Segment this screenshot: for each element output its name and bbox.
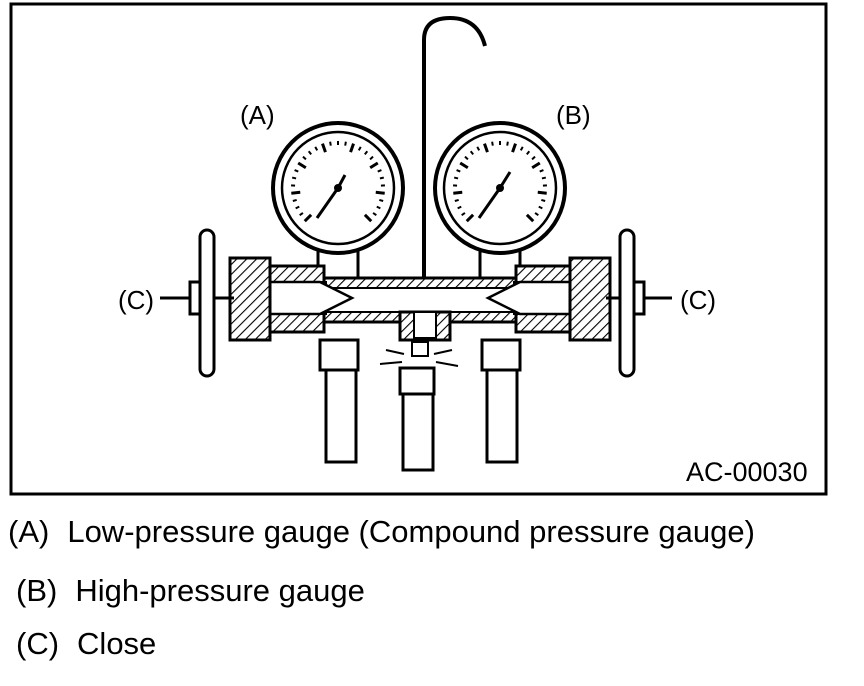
legend-key-c: (C) (16, 626, 60, 661)
gauge-tick (469, 150, 474, 156)
gauge-tick (294, 169, 299, 173)
gauge-tick (483, 143, 489, 153)
gauge-tick (538, 205, 543, 210)
gauge-tick (526, 150, 531, 156)
gauge-tick (541, 176, 547, 180)
hanger-hook (422, 15, 487, 282)
gauge-tick (461, 212, 466, 217)
legend-text-a: Low-pressure gauge (Compound pressure ga… (67, 514, 755, 549)
figure-code: AC-00030 (686, 457, 808, 487)
gauge-tick (321, 143, 327, 153)
left-valve-handwheel (160, 228, 234, 378)
label-b: (B) (556, 100, 591, 130)
gauge-tick (291, 190, 301, 195)
gauge-tick (307, 150, 312, 156)
gauge-tick (379, 198, 384, 202)
gauge-tick (531, 155, 536, 161)
gauge-tick (375, 190, 385, 195)
gauge-tick (344, 141, 347, 146)
low-pressure-gauge (271, 121, 405, 255)
label-c-right: (C) (680, 285, 716, 315)
gauge-tick (534, 212, 539, 217)
gauge-tick (372, 212, 377, 217)
gauge-a-scale (291, 141, 385, 223)
legend-item-b: (B) High-pressure gauge (16, 573, 365, 609)
gauge-tick (519, 146, 524, 151)
gauge-tick (379, 176, 385, 180)
gauge-tick (349, 143, 355, 153)
gauge-tick (456, 169, 461, 173)
gauge-tick (537, 190, 547, 195)
right-valve-handwheel (606, 228, 672, 378)
gauge-tick (491, 141, 494, 146)
gauge-b-scale (453, 141, 547, 223)
legend-key-b: (B) (16, 573, 58, 608)
label-c-left: (C) (118, 285, 154, 315)
gauge-tick (531, 161, 541, 170)
gauge-tick (525, 213, 535, 223)
gauge-tick (453, 190, 463, 195)
gauge-tick (363, 213, 373, 223)
legend-item-c: (C) Close (16, 626, 156, 662)
gauge-tick (539, 169, 544, 173)
gauge-tick (541, 198, 546, 202)
label-a: (A) (240, 100, 275, 130)
gauge-tick (314, 146, 319, 151)
gauge-tick (369, 161, 379, 170)
gauge-tick (295, 205, 300, 210)
legend-text-c: Close (77, 626, 157, 661)
legend-text-b: High-pressure gauge (75, 573, 365, 608)
gauge-tick (292, 198, 297, 202)
legend-key-a: (A) (8, 514, 50, 549)
gauge-tick (464, 155, 469, 161)
gauge-tick (465, 213, 475, 223)
figure-frame (9, 2, 828, 496)
gauge-tick (459, 161, 469, 170)
gauge-tick (302, 155, 307, 161)
gauge-tick (377, 169, 382, 173)
gauge-tick (291, 176, 297, 180)
gauge-tick (476, 146, 481, 151)
gauge-tick (297, 161, 307, 170)
gauge-tick (364, 150, 369, 156)
gauge-tick (453, 176, 459, 180)
gauge-tick (357, 146, 362, 151)
gauge-tick (506, 141, 509, 146)
manifold-body (228, 256, 612, 342)
gauge-tick (457, 205, 462, 210)
gauge-tick (299, 212, 304, 217)
gauge-tick (329, 141, 332, 146)
high-pressure-gauge (433, 121, 567, 255)
gauge-tick (511, 143, 517, 153)
gauge-tick (369, 155, 374, 161)
hoses (318, 338, 522, 472)
gauge-tick (454, 198, 459, 202)
legend-item-a: (A) Low-pressure gauge (Compound pressure… (8, 514, 755, 550)
gauge-tick (376, 205, 381, 210)
gauge-tick (303, 213, 313, 223)
